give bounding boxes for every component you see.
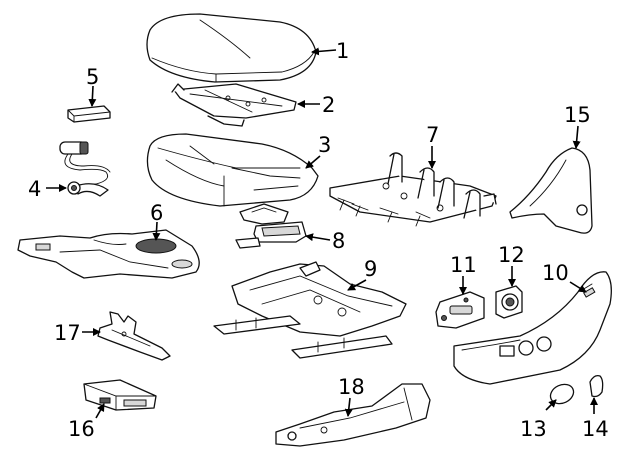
callout-1: 1 xyxy=(311,39,349,63)
svg-text:11: 11 xyxy=(450,253,477,277)
part-2-cushion-pan[interactable] xyxy=(171,83,297,127)
svg-text:12: 12 xyxy=(498,243,525,267)
svg-text:2: 2 xyxy=(322,93,335,117)
callout-2: 2 xyxy=(297,93,335,117)
svg-text:1: 1 xyxy=(336,39,349,63)
part-16-module[interactable] xyxy=(83,379,157,411)
part-17-bracket[interactable] xyxy=(97,311,171,361)
part-3-cushion-pad[interactable] xyxy=(146,133,319,207)
svg-text:7: 7 xyxy=(426,123,439,147)
callout-5: 5 xyxy=(86,65,99,107)
svg-text:15: 15 xyxy=(564,103,591,127)
part-7-cushion-frame[interactable] xyxy=(329,152,497,227)
callout-13: 13 xyxy=(520,399,557,441)
part-18-lower-trim[interactable] xyxy=(275,383,431,447)
svg-text:6: 6 xyxy=(150,201,163,225)
callout-6: 6 xyxy=(150,201,163,241)
part-5-foam-block[interactable] xyxy=(67,105,111,123)
callout-4: 4 xyxy=(28,177,67,201)
callout-18: 18 xyxy=(338,375,365,417)
part-1-cushion-cover[interactable] xyxy=(146,13,317,83)
callout-7: 7 xyxy=(426,123,439,169)
callout-16: 16 xyxy=(68,403,105,441)
svg-text:4: 4 xyxy=(28,177,41,201)
callout-9: 9 xyxy=(347,257,377,291)
part-8-actuator[interactable] xyxy=(235,203,307,249)
callout-11: 11 xyxy=(450,253,477,295)
callout-15: 15 xyxy=(564,103,591,149)
part-11-switch[interactable] xyxy=(435,291,485,329)
part-13-button-cap[interactable] xyxy=(547,381,576,407)
part-12-knob-switch[interactable] xyxy=(495,285,523,319)
svg-text:17: 17 xyxy=(54,321,81,345)
callout-3: 3 xyxy=(305,133,331,169)
svg-text:14: 14 xyxy=(582,417,609,441)
svg-text:13: 13 xyxy=(520,417,547,441)
callout-10: 10 xyxy=(542,261,587,293)
part-4-harness[interactable] xyxy=(59,141,111,197)
svg-text:8: 8 xyxy=(332,229,345,253)
svg-text:18: 18 xyxy=(338,375,365,399)
part-14-cap[interactable] xyxy=(589,374,604,398)
part-6-base-panel[interactable] xyxy=(17,229,200,279)
callout-8: 8 xyxy=(305,229,345,253)
svg-text:10: 10 xyxy=(542,261,569,285)
callout-12: 12 xyxy=(498,243,525,287)
svg-text:5: 5 xyxy=(86,65,99,89)
svg-text:9: 9 xyxy=(364,257,377,281)
svg-text:3: 3 xyxy=(318,133,331,157)
part-15-side-shield[interactable] xyxy=(509,147,593,234)
callout-17: 17 xyxy=(54,321,101,345)
callout-14: 14 xyxy=(582,397,609,441)
part-9-seat-adjuster[interactable] xyxy=(213,261,407,359)
part-10-side-trim[interactable] xyxy=(453,271,612,385)
svg-text:16: 16 xyxy=(68,417,95,441)
